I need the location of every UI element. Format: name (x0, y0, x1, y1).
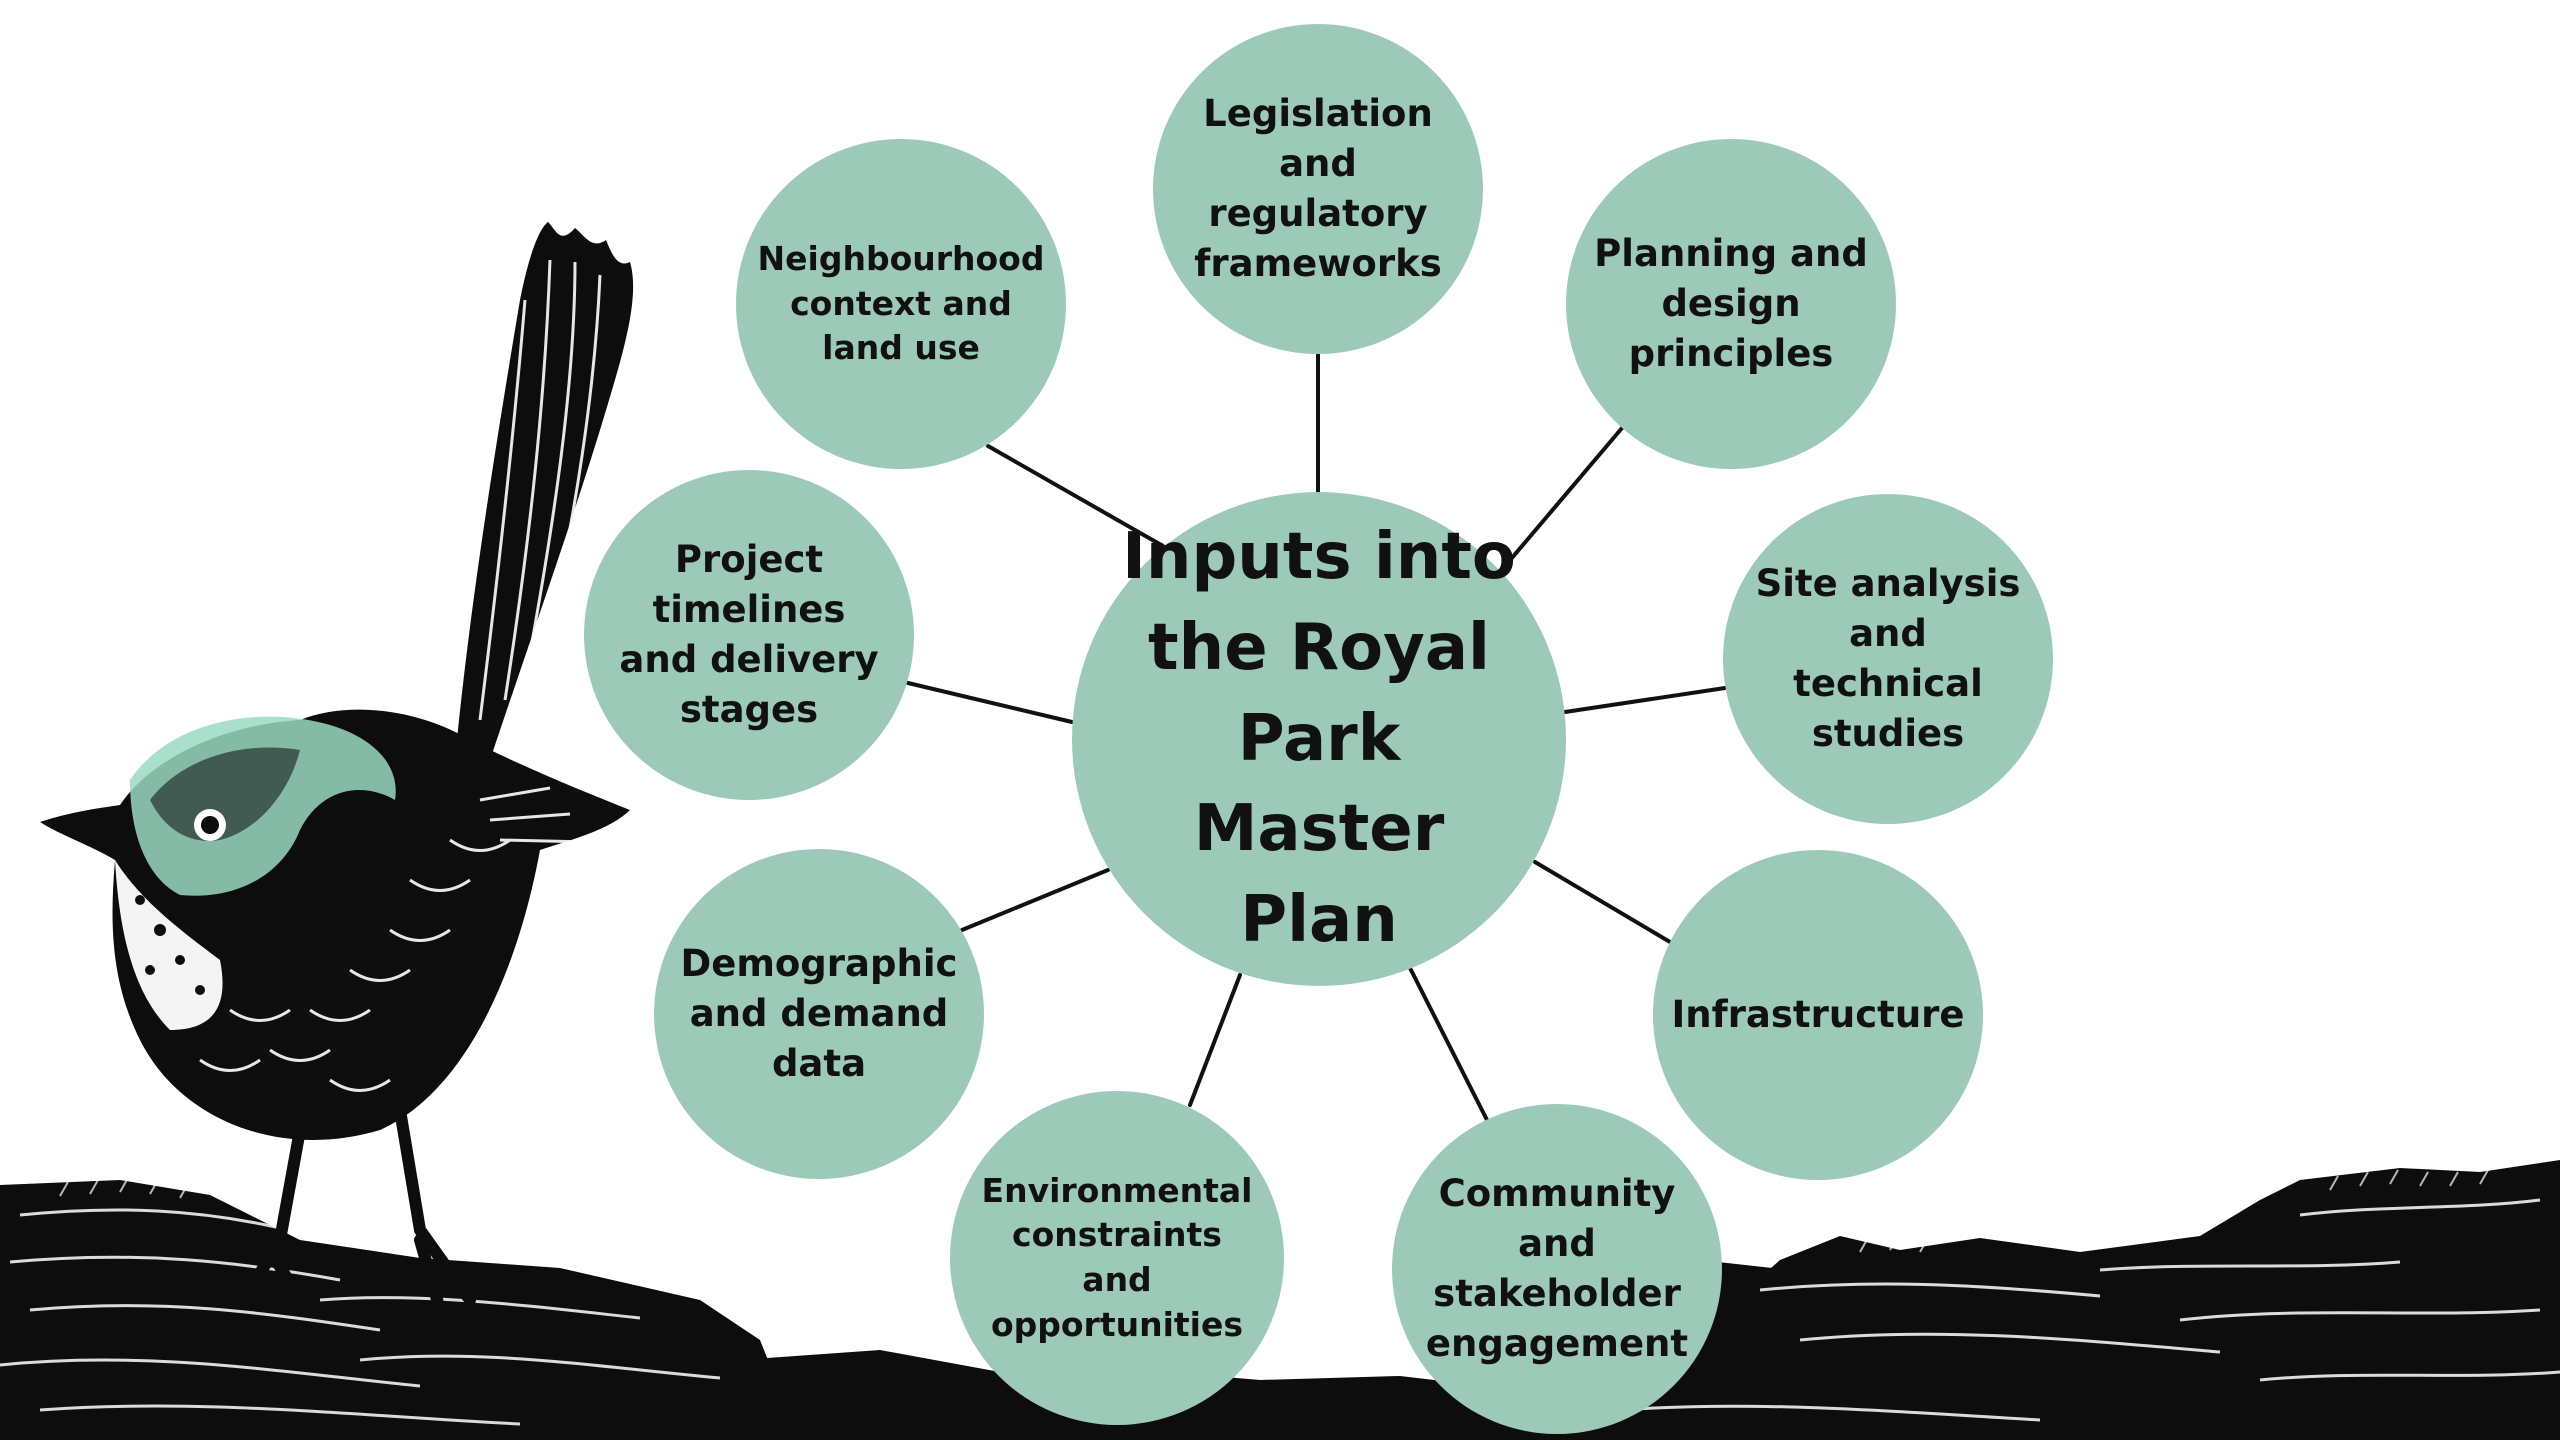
connector-planning (1498, 426, 1624, 574)
node-label: Planning and design principles (1594, 232, 1868, 375)
fairy-wren-illustration (40, 222, 634, 1316)
node-label: Infrastructure (1671, 993, 1965, 1037)
node-label: Community and stakeholder engagement (1425, 1172, 1689, 1365)
node-label: Legislation and regulatory frameworks (1194, 92, 1442, 285)
node-timelines: Project timelines and delivery stages (584, 470, 914, 800)
node-community: Community and stakeholder engagement (1392, 1104, 1722, 1434)
node-label: Site analysis and technical studies (1755, 562, 2021, 755)
center-node: Inputs into the Royal Park Master Plan (1072, 492, 1566, 986)
node-planning: Planning and design principles (1566, 139, 1896, 469)
connector-demographic (960, 868, 1110, 932)
node-legislation: Legislation and regulatory frameworks (1153, 24, 1483, 354)
connector-infrastructure (1533, 860, 1672, 944)
connector-timelines (906, 681, 1074, 724)
node-label: Project timelines and delivery stages (619, 538, 879, 731)
node-neighbourhood: Neighbourhood context and land use (736, 139, 1066, 469)
node-environmental: Environmental constraints and opportunit… (950, 1091, 1284, 1425)
node-site-analysis: Site analysis and technical studies (1723, 494, 2053, 824)
node-label: Demographic and demand data (680, 942, 958, 1085)
ground-illustration (0, 1160, 2560, 1440)
connector-environmental (1188, 973, 1242, 1107)
node-infrastructure: Infrastructure (1653, 850, 1983, 1180)
node-label: Environmental constraints and opportunit… (981, 1170, 1253, 1344)
connector-site-analysis (1563, 686, 1727, 714)
connector-lines (906, 353, 1727, 1122)
node-demographic: Demographic and demand data (654, 849, 984, 1179)
center-node-label: Inputs into the Royal Park Master Plan (1122, 519, 1516, 958)
connector-community (1408, 966, 1489, 1122)
node-label: Neighbourhood context and land use (757, 239, 1045, 368)
connector-neighbourhood (986, 444, 1165, 548)
